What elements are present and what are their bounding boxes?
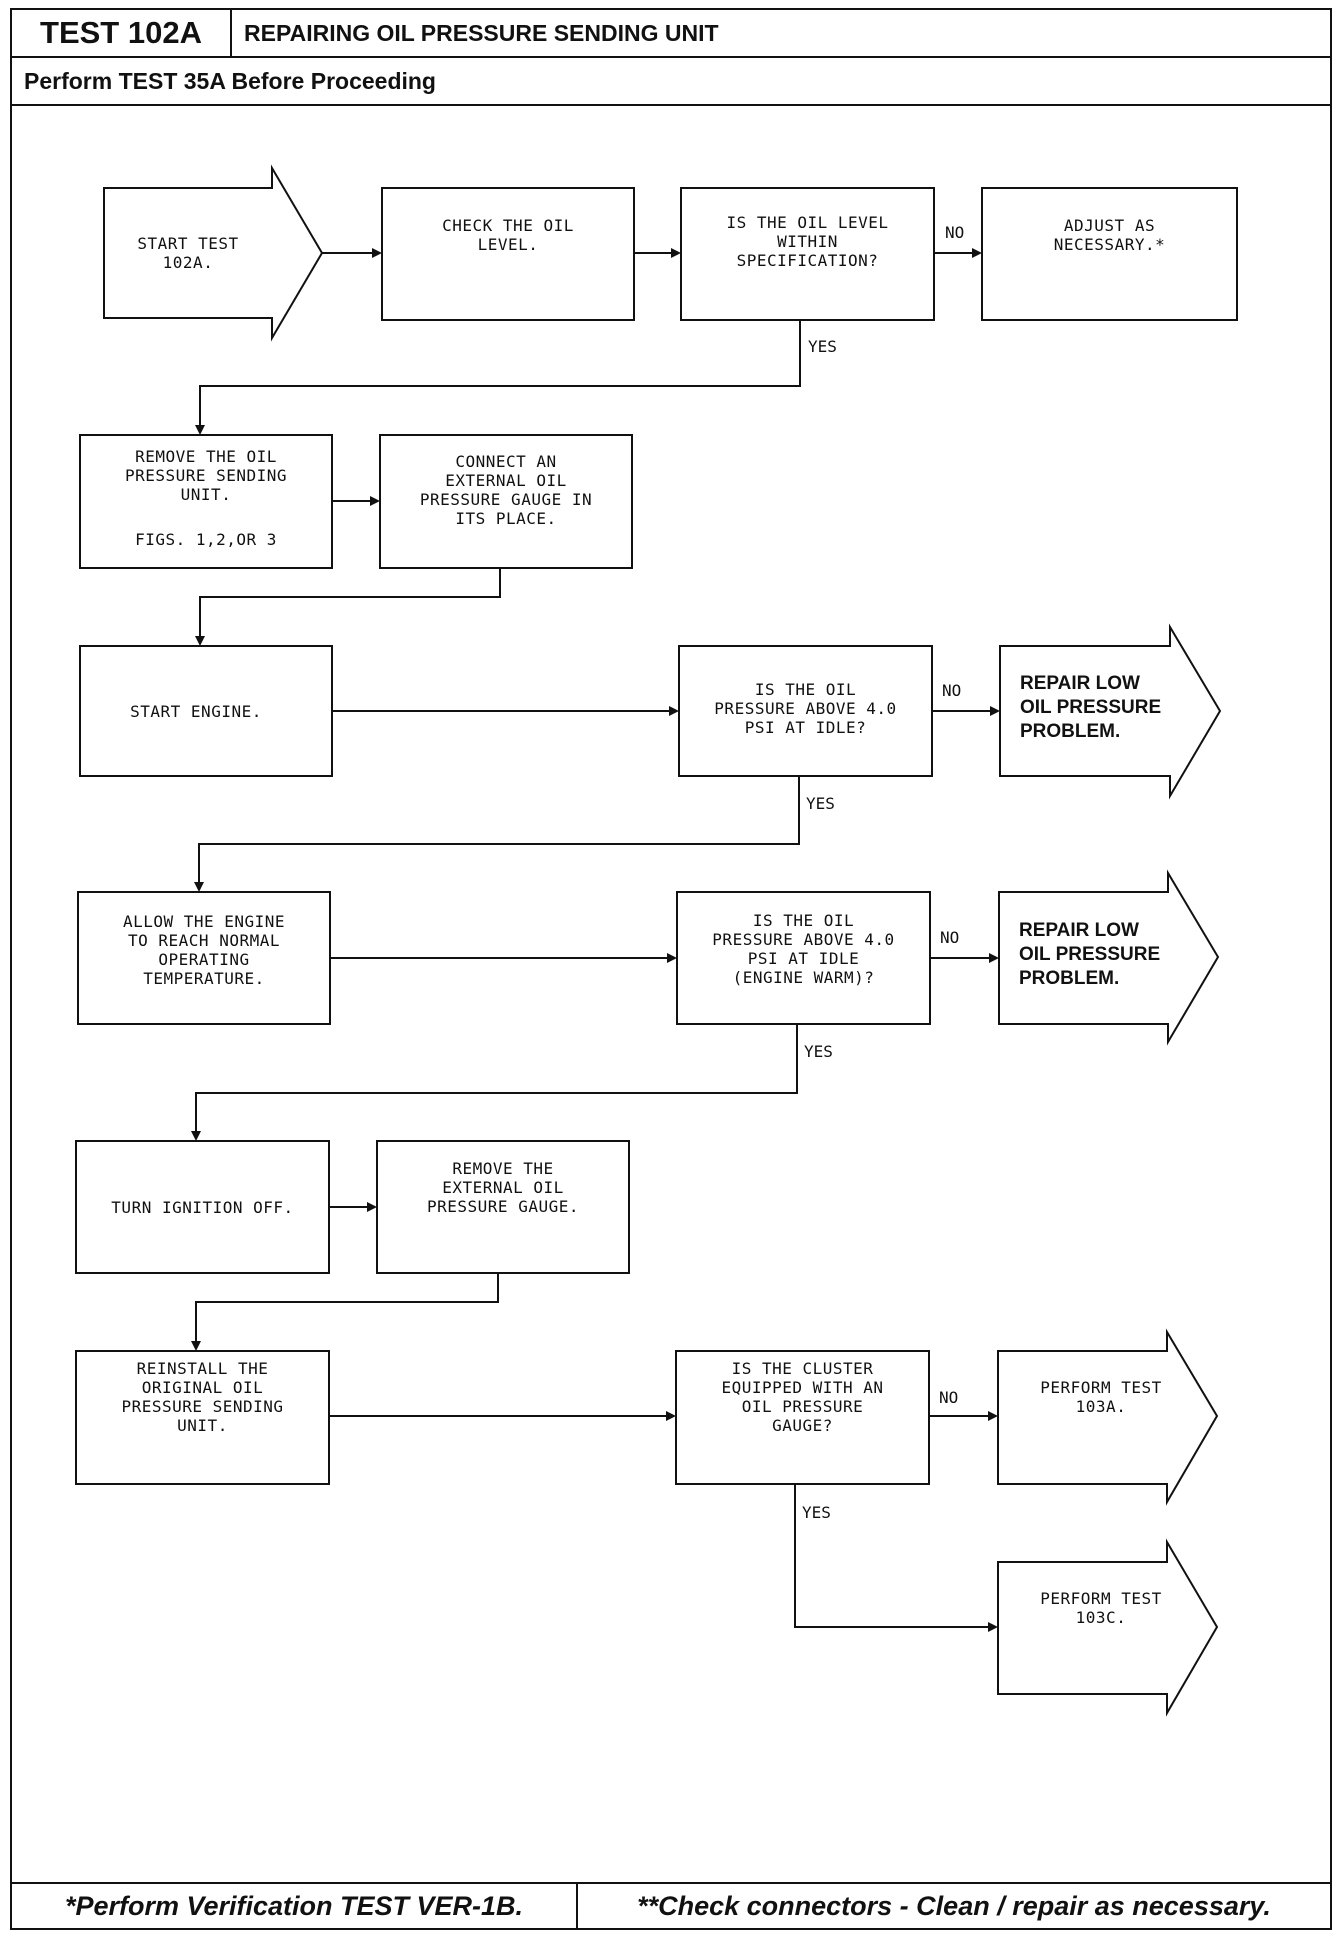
yes-label-1: YES [808,337,837,356]
q-psi-idle-box [678,645,933,777]
check-oil-text: CHECK THE OIL LEVEL. [442,216,574,254]
footer-verification-note: *Perform Verification TEST VER-1B. [10,1882,578,1930]
q-cluster-box [675,1350,930,1485]
repair-low-2-shape [998,869,1220,1046]
start-arrow-shape [103,164,324,342]
no-label-1: NO [945,223,965,242]
reinstall-box [75,1350,330,1485]
q-psi-warm-box [676,891,931,1025]
perform-103a-shape [997,1328,1219,1506]
repair-low-2-text: REPAIR LOW OIL PRESSURE PROBLEM. [1019,920,1161,989]
q-cluster-text: IS THE CLUSTER EQUIPPED WITH AN OIL PRES… [721,1359,884,1435]
warm-engine-text: ALLOW THE ENGINE TO REACH NORMAL OPERATI… [122,912,286,988]
remove-sender-box [79,434,333,569]
q-psi-warm-text: IS THE OIL PRESSURE ABOVE 4.0 PSI AT IDL… [712,911,895,987]
warm-engine-box [77,891,331,1025]
start-engine-box [79,645,333,777]
adjust-box [981,187,1238,321]
no-label-4: NO [939,1388,959,1407]
perform-103c-text: PERFORM TEST 103C. [1040,1589,1162,1627]
ignition-off-text: TURN IGNITION OFF. [111,1197,294,1217]
figs-text: FIGS. 1,2,OR 3 [135,529,277,549]
connect-gauge-text: CONNECT AN EXTERNAL OIL PRESSURE GAUGE I… [419,452,593,528]
remove-sender-text: REMOVE THE OIL PRESSURE SENDING UNIT. [124,446,288,504]
yes-label-3: YES [804,1042,833,1061]
yes-label-2: YES [806,794,835,813]
adjust-text: ADJUST AS NECESSARY.* [1053,216,1166,254]
check-oil-box [381,187,635,321]
repair-low-1-text: REPAIR LOW OIL PRESSURE PROBLEM. [1020,673,1162,742]
perform-103c-shape [997,1538,1219,1717]
connect-gauge-box [379,434,633,569]
q-oil-level-text: IS THE OIL LEVEL WITHIN SPECIFICATION? [726,212,889,270]
reinstall-text: REINSTALL THE ORIGINAL OIL PRESSURE SEND… [121,1359,284,1435]
no-label-2: NO [942,681,962,700]
remove-gauge-box [376,1140,630,1274]
prerequisite-note: Perform TEST 35A Before Proceeding [10,56,1332,106]
remove-gauge-text: REMOVE THE EXTERNAL OIL PRESSURE GAUGE. [427,1158,579,1216]
start-engine-text: START ENGINE. [130,701,262,721]
q-psi-idle-text: IS THE OIL PRESSURE ABOVE 4.0 PSI AT IDL… [714,679,897,737]
start-test-text: START TEST 102A. [137,234,239,272]
footer-connectors-note: **Check connectors - Clean / repair as n… [576,1882,1332,1930]
ignition-off-box [75,1140,330,1274]
perform-103a-text: PERFORM TEST 103A. [1040,1378,1162,1416]
no-label-3: NO [940,928,960,947]
repair-low-1-shape [999,623,1222,800]
yes-label-4: YES [802,1503,831,1522]
